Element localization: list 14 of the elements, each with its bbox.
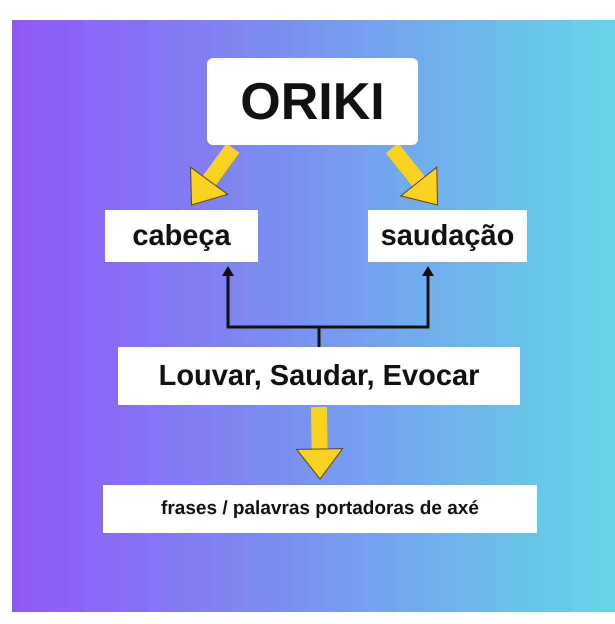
text-box bbox=[105, 210, 258, 262]
node-label: cabeça bbox=[132, 220, 231, 252]
text-box bbox=[368, 210, 527, 262]
node-label: ORIKI bbox=[240, 72, 385, 132]
node-label: saudação bbox=[380, 220, 514, 252]
node-label: frases / palavras portadoras de axé bbox=[161, 498, 479, 520]
text-box bbox=[103, 485, 537, 533]
node-label: Louvar, Saudar, Evocar bbox=[158, 360, 480, 392]
text-box bbox=[118, 347, 520, 405]
text-box bbox=[207, 58, 418, 145]
arrow bbox=[190, 143, 240, 206]
arrow bbox=[318, 266, 434, 347]
arrow bbox=[386, 143, 438, 206]
arrow bbox=[296, 406, 344, 480]
